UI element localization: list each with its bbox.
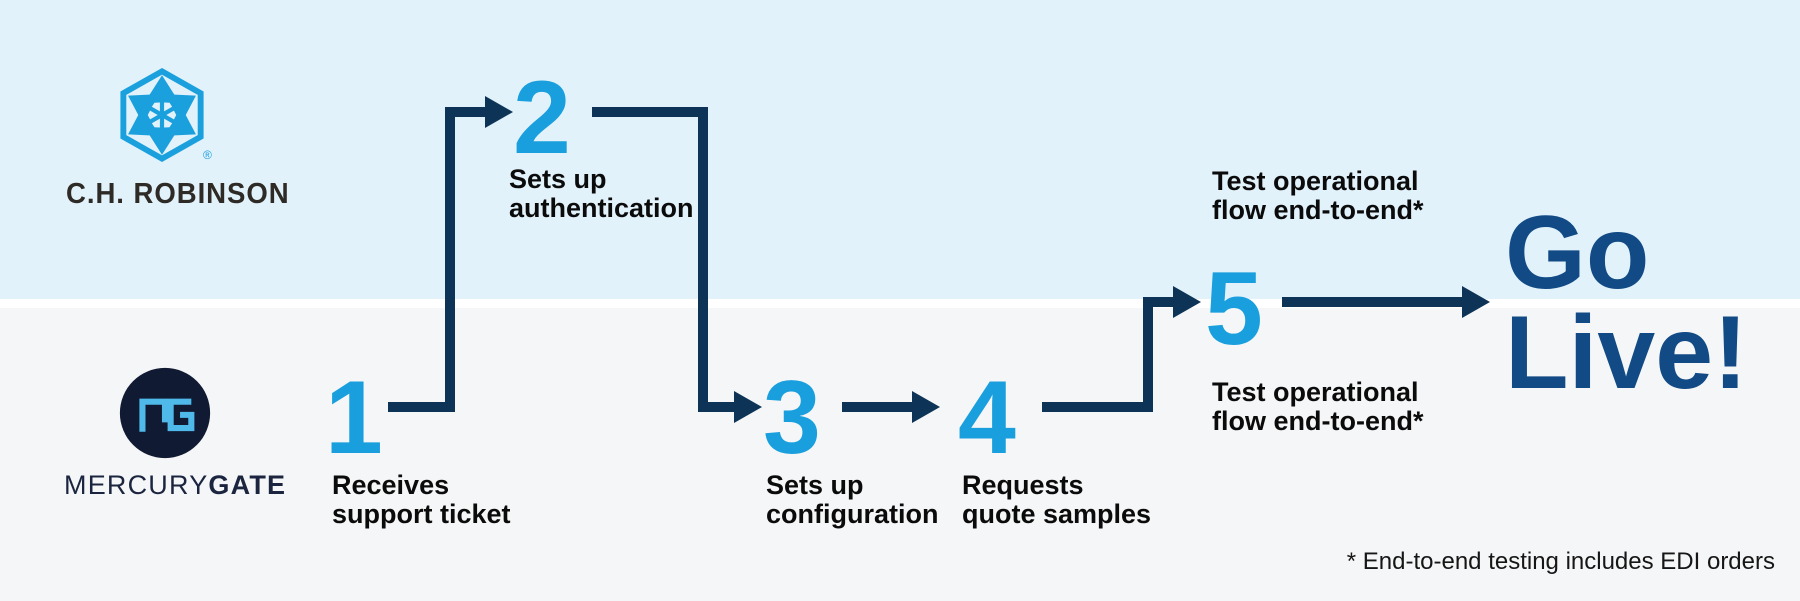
connector-4-5-vertical	[1143, 297, 1153, 412]
hexagon-arrows-icon	[120, 67, 204, 163]
connector-1-2-vertical	[445, 107, 455, 412]
lane-chrobinson-band	[0, 0, 1800, 299]
connector-2-3-vertical	[698, 107, 708, 412]
arrowhead-into-go-live	[1462, 286, 1490, 318]
arrowhead-into-step-5	[1173, 286, 1201, 318]
chr-wordmark: C.H. ROBINSON	[66, 178, 290, 210]
arrowhead-into-step-2	[485, 96, 513, 128]
step-1-label: Receives support ticket	[332, 470, 511, 529]
step-4-label: Requests quote samples	[962, 470, 1152, 529]
step-3-label: Sets up configuration	[766, 470, 939, 529]
lane-separator	[0, 299, 1800, 308]
step-4-number: 4	[958, 360, 1016, 476]
step-1-number: 1	[325, 360, 383, 476]
connector-1-2-horizontal	[388, 402, 455, 412]
chr-registered-mark: ®	[203, 148, 212, 162]
connector-5-golive-horizontal	[1282, 297, 1462, 307]
connector-4-5-horizontal	[1042, 402, 1153, 412]
arrowhead-into-step-4	[912, 391, 940, 423]
connector-2-3-bottom	[698, 402, 734, 412]
step-2-number: 2	[513, 60, 571, 176]
step-5-label-bottom: Test operational flow end-to-end*	[1212, 377, 1424, 436]
step-2-label: Sets up authentication	[509, 164, 694, 223]
step-3-number: 3	[763, 360, 821, 476]
footnote: * End-to-end testing includes EDI orders	[1346, 548, 1775, 575]
connector-3-4-horizontal	[842, 402, 912, 412]
step-5-label-top: Test operational flow end-to-end*	[1212, 166, 1424, 225]
step-5-number: 5	[1205, 251, 1263, 367]
connector-4-5-top	[1143, 297, 1173, 307]
mg-wordmark-gate: GATE	[208, 470, 287, 500]
go-live-text: Go Live!	[1505, 195, 1748, 411]
mg-monogram-icon	[119, 367, 211, 459]
connector-2-3-horizontal	[592, 107, 708, 117]
lane-mercurygate-band	[0, 308, 1800, 601]
arrowhead-into-step-3	[734, 391, 762, 423]
connector-1-2-top	[445, 107, 485, 117]
mg-wordmark-mercury: MERCURY	[64, 470, 209, 500]
mg-wordmark: MERCURYGATE	[64, 470, 286, 501]
